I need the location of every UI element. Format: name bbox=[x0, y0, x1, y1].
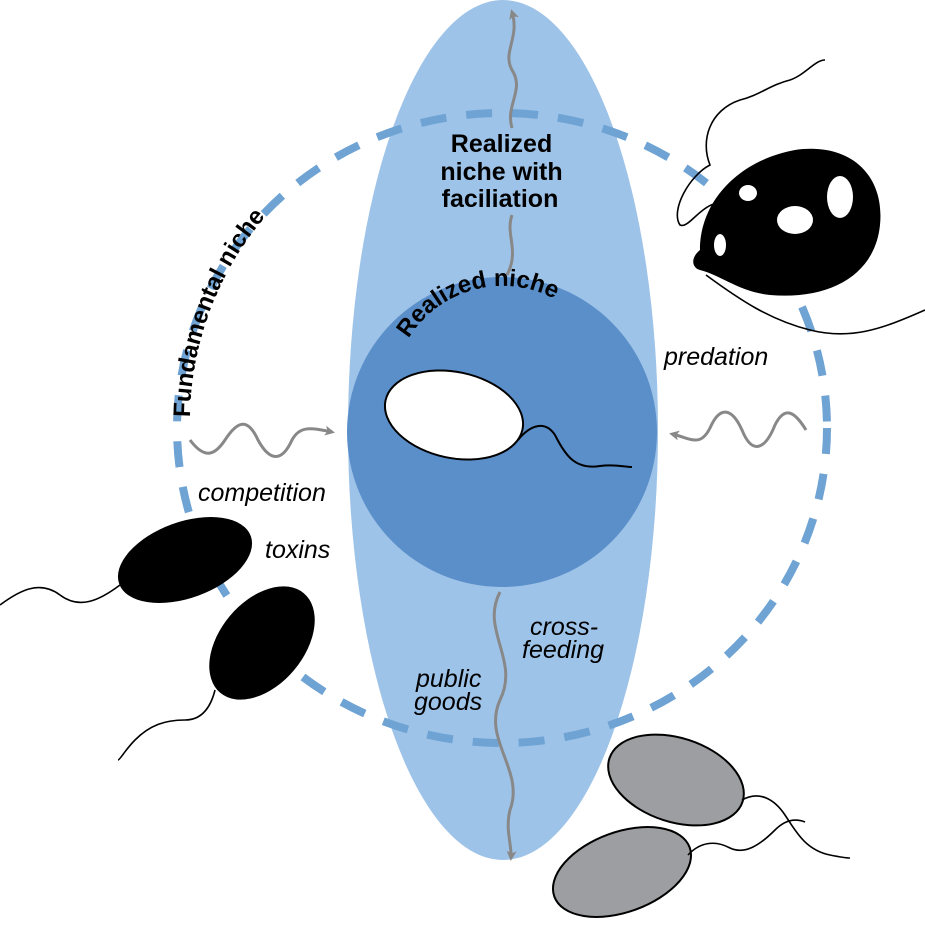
focal-cell bbox=[383, 369, 525, 461]
competitor-organisms bbox=[0, 517, 315, 761]
facilitation-label-line3: faciliation bbox=[442, 185, 559, 213]
facilitation-label-line1: Realized bbox=[451, 130, 552, 158]
competition-arrow bbox=[188, 422, 335, 458]
predator-organism bbox=[676, 59, 925, 335]
cross-feeding-label-line1: cross- bbox=[530, 613, 598, 641]
facilitation-label-line2: niche with bbox=[440, 158, 562, 186]
up-wavy-arrow-top bbox=[507, 9, 519, 129]
fundamental-niche-label: Fundamental niche bbox=[169, 203, 270, 417]
public-goods-label: public goods bbox=[414, 665, 488, 716]
predation-label: predation bbox=[663, 343, 768, 371]
fundamental-niche-boundary bbox=[173, 109, 831, 747]
public-goods-label-line1: public bbox=[415, 665, 482, 693]
facilitation-label: Realized niche with faciliation bbox=[440, 130, 569, 213]
cross-feeding-label: cross- feeding bbox=[522, 613, 605, 664]
toxins-label: toxins bbox=[265, 536, 330, 564]
down-wavy-arrow bbox=[492, 591, 517, 861]
up-wavy-arrow bbox=[505, 214, 515, 276]
cross-feeding-label-line2: feeding bbox=[522, 636, 604, 664]
facilitator-organisms bbox=[551, 733, 851, 918]
public-goods-label-line2: goods bbox=[414, 688, 482, 716]
predation-arrow bbox=[669, 410, 808, 448]
focal-cell-flagellum bbox=[517, 425, 633, 468]
competition-label: competition bbox=[198, 479, 326, 507]
